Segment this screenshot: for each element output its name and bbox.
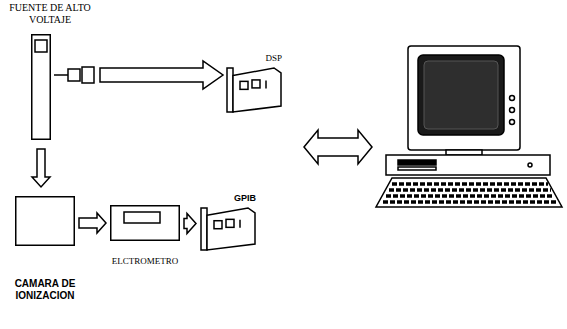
card-chip <box>252 80 260 88</box>
box-outline <box>16 197 75 246</box>
node-label: DSP <box>265 53 282 64</box>
block-arrow-shape <box>100 61 223 89</box>
node-label: ELCTROMETRO <box>104 256 186 267</box>
box-outline <box>111 206 180 241</box>
block-arrow-shape <box>79 213 106 233</box>
card-bracket <box>227 68 233 112</box>
power-supply-box: FUENTE DE ALTO VOLTAJE <box>31 34 51 140</box>
block-arrow <box>184 214 196 234</box>
node-label: CAMARA DE IONIZACION <box>3 278 87 302</box>
plug-cable <box>54 74 68 76</box>
plug-symbol <box>82 67 94 83</box>
display-window <box>35 40 47 52</box>
gpib-card: GPIB <box>200 206 256 252</box>
node-label: GPIB <box>234 193 256 204</box>
card-bracket <box>201 208 207 250</box>
block-arrow <box>79 213 106 233</box>
card-board <box>233 68 281 112</box>
card-mark <box>265 80 267 88</box>
computer-illustration <box>376 46 562 207</box>
plug-symbol <box>68 69 80 81</box>
node-outline <box>110 205 180 241</box>
block-arrow <box>54 61 223 89</box>
card-mark <box>239 220 241 228</box>
block-arrow-shape <box>32 149 50 187</box>
card-chip <box>214 221 222 229</box>
node-outline <box>31 34 51 140</box>
block-arrow-shape <box>184 214 196 234</box>
double-block-arrow <box>304 130 372 164</box>
electrometer-box: ELCTROMETRO <box>110 205 180 241</box>
node-outline <box>200 206 256 252</box>
node-outline <box>226 66 282 114</box>
meter-display <box>124 212 160 223</box>
block-arrow <box>32 149 50 187</box>
dsp-card: DSP <box>226 66 282 114</box>
node-outline <box>15 196 75 246</box>
node-label: FUENTE DE ALTO VOLTAJE <box>8 2 92 26</box>
card-board <box>207 208 255 250</box>
card-chip <box>240 81 248 89</box>
ionization-chamber-box: CAMARA DE IONIZACION <box>15 196 75 246</box>
card-chip <box>226 219 234 227</box>
box-outline <box>32 35 51 140</box>
